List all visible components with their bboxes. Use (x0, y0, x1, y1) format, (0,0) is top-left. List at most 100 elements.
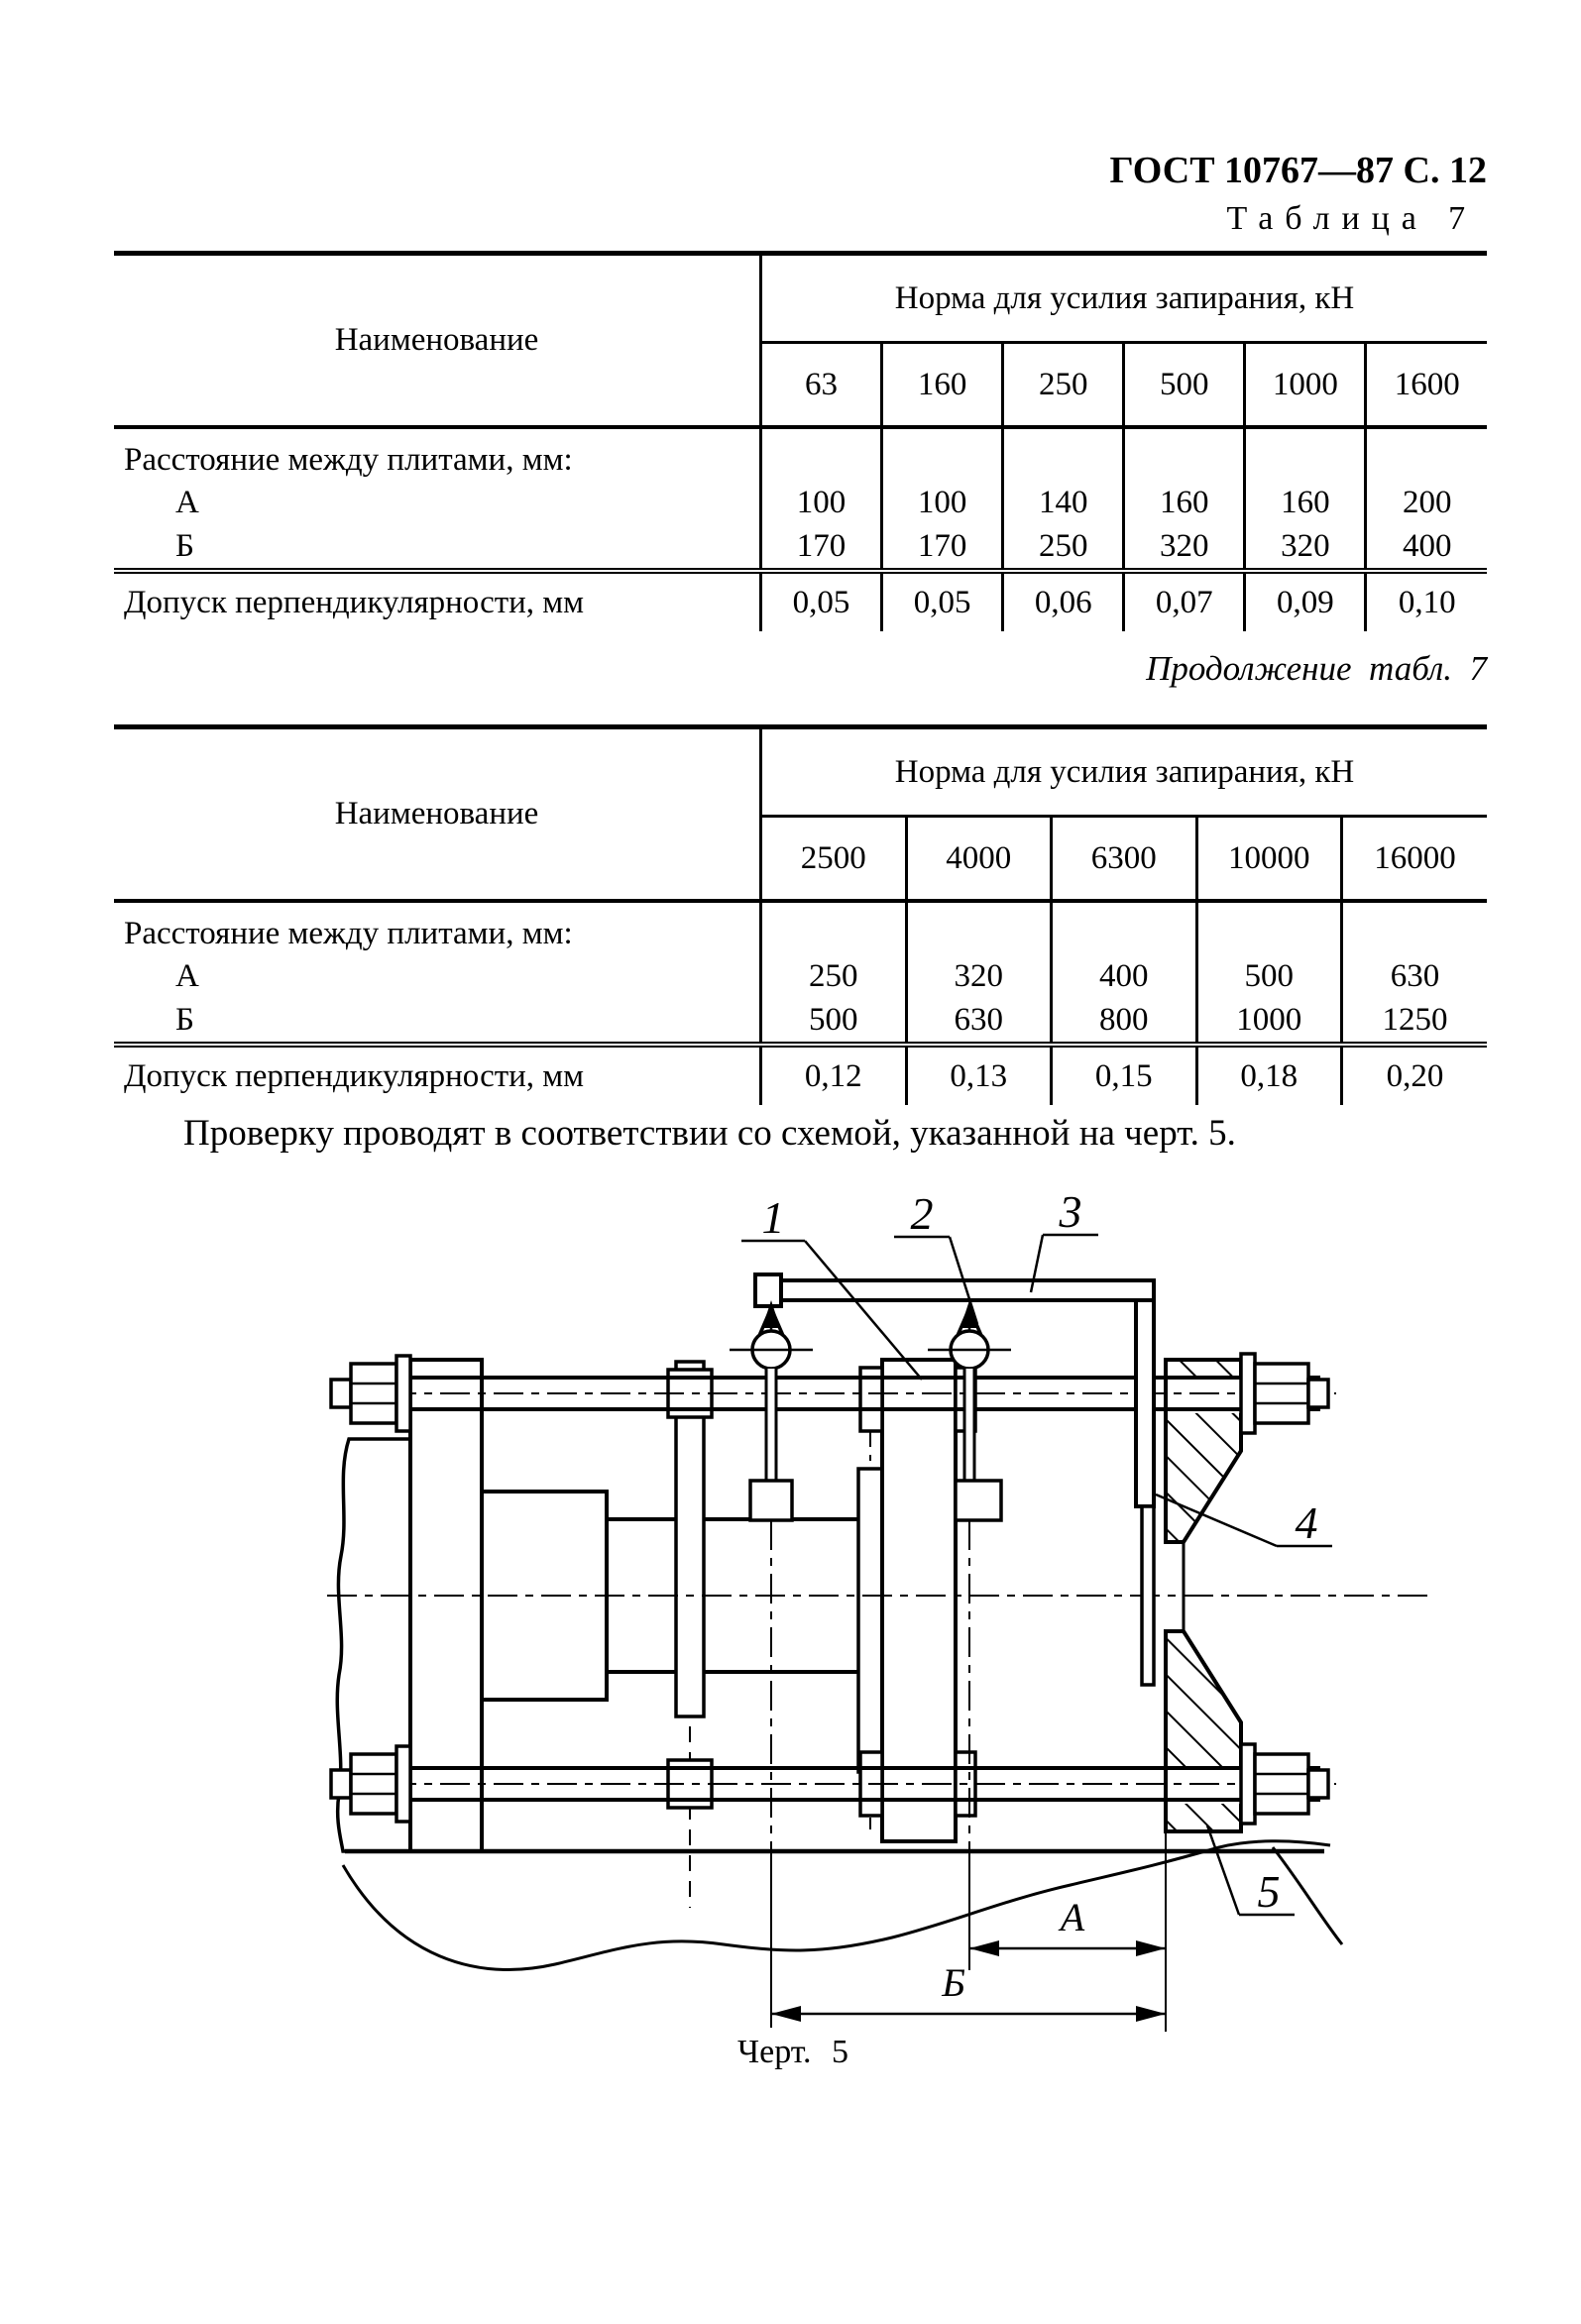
callout-leaders (741, 1233, 1332, 1917)
value-cell: 0,07 (1123, 568, 1247, 631)
table2-caption: Продолжение табл. 7 (1146, 649, 1487, 688)
callout-2: 2 (911, 1188, 934, 1239)
value-cell: 170 (760, 524, 884, 571)
tie-rod-nuts-left (329, 1354, 412, 1824)
centerlines (327, 1392, 1431, 1785)
gauge-strip (1140, 1504, 1156, 1687)
value-cell: 250 (760, 954, 908, 998)
table-locking-force-1: Наименование Норма для усилия запирания,… (114, 251, 1487, 631)
value-cell: 0,05 (881, 568, 1005, 631)
value-cell (760, 901, 908, 954)
dial-indicator-2 (928, 1300, 1011, 1522)
value-cell: 100 (881, 481, 1005, 524)
row-label: Б (114, 524, 762, 571)
figure-caption: Черт. 5 (737, 2034, 848, 2070)
value-cell: 100 (760, 481, 884, 524)
name-column-header: Наименование (114, 726, 762, 903)
tie-rod-bottom (351, 1766, 1320, 1802)
measuring-bar (753, 1273, 1156, 1508)
value-cell (1002, 427, 1126, 481)
row-label: Допуск перпендикулярности, мм (114, 1042, 762, 1105)
rear-platen (408, 1358, 484, 1853)
extension-lines (770, 1520, 1167, 2032)
group-header: Норма для усилия запирания, кН (760, 253, 1487, 344)
dimension-b: Б (771, 1960, 1166, 2022)
value-cell: 140 (1002, 481, 1126, 524)
fixed-platen (1164, 1358, 1243, 1833)
piston-rod (607, 1517, 858, 1674)
row-label: Б (114, 998, 762, 1045)
force-column-header: 1000 (1244, 342, 1368, 429)
page-header: ГОСТ 10767—87 С. 12 (1109, 150, 1487, 191)
value-cell: 320 (1123, 524, 1247, 571)
nut-facets-right (1255, 1382, 1308, 1796)
value-cell (1196, 901, 1343, 954)
table-row: Расстояние между плитами, мм: (114, 901, 1487, 954)
row-label: А (114, 481, 762, 524)
group-header: Норма для усилия запирания, кН (760, 726, 1487, 818)
value-cell: 0,10 (1365, 568, 1487, 631)
value-cell: 0,06 (1002, 568, 1126, 631)
value-cell (1342, 901, 1488, 954)
value-cell (1123, 427, 1247, 481)
force-column-header: 1600 (1365, 342, 1487, 429)
value-cell: 0,15 (1051, 1042, 1198, 1105)
callout-3: 3 (1059, 1186, 1082, 1237)
callout-1: 1 (762, 1192, 785, 1243)
tie-rod-nuts-right (1239, 1352, 1330, 1826)
value-cell: 0,05 (760, 568, 884, 631)
row-label: А (114, 954, 762, 998)
value-cell: 0,12 (760, 1042, 908, 1105)
force-column-header: 6300 (1051, 816, 1198, 903)
dim-a-label: А (1058, 1895, 1085, 1939)
value-cell (760, 427, 884, 481)
value-cell (1366, 427, 1487, 481)
name-column-header: Наименование (114, 253, 762, 429)
value-cell: 0,09 (1244, 568, 1368, 631)
technical-drawing: А Б 1 2 3 4 5 (327, 1186, 1431, 2032)
tie-rod-top (351, 1376, 1320, 1411)
value-cell: 160 (1244, 481, 1368, 524)
force-column-header: 500 (1123, 342, 1247, 429)
value-cell: 200 (1402, 484, 1452, 520)
table-row: Расстояние между плитами, мм: (114, 427, 1487, 481)
value-cell: 320 (906, 954, 1053, 998)
row-label: Расстояние между плитами, мм: (114, 427, 762, 481)
force-column-header: 4000 (906, 816, 1053, 903)
value-cell: 500 (760, 998, 908, 1045)
value-cell: 320 (1244, 524, 1368, 571)
dim-b-label: Б (941, 1960, 965, 2005)
value-cell: 170 (881, 524, 1005, 571)
value-cell: 250 (1002, 524, 1126, 571)
force-column-header: 16000 (1341, 816, 1487, 903)
value-cell: 0,13 (906, 1042, 1053, 1105)
value-cell: 400 (1402, 527, 1452, 564)
value-cell: 1000 (1196, 998, 1343, 1045)
table-locking-force-2: Наименование Норма для усилия запирания,… (114, 724, 1487, 1105)
value-cell (881, 427, 1005, 481)
value-cell: 500 (1196, 954, 1343, 998)
break-wavy-line (341, 1839, 1331, 1971)
nut-facets-left (351, 1382, 396, 1796)
support-plate (666, 1360, 714, 1908)
force-column-header: 2500 (760, 816, 908, 903)
force-column-header: 10000 (1196, 816, 1343, 903)
value-cell: 400 (1051, 954, 1198, 998)
body-paragraph: Проверку проводят в соответствии со схем… (183, 1113, 1236, 1154)
dial-indicator-1 (730, 1300, 813, 1522)
value-cell: 0,18 (1196, 1042, 1343, 1105)
value-cell (1244, 427, 1368, 481)
value-cell: 800 (1051, 998, 1198, 1045)
value-cell: 1250 (1382, 1001, 1448, 1038)
cylinder-housing (335, 1437, 410, 1853)
break-wavy-tail (1271, 1846, 1344, 1945)
value-cell (1051, 901, 1198, 954)
dimension-a: А (969, 1895, 1166, 1956)
force-column-header: 250 (1002, 342, 1126, 429)
row-label: Расстояние между плитами, мм: (114, 901, 762, 954)
